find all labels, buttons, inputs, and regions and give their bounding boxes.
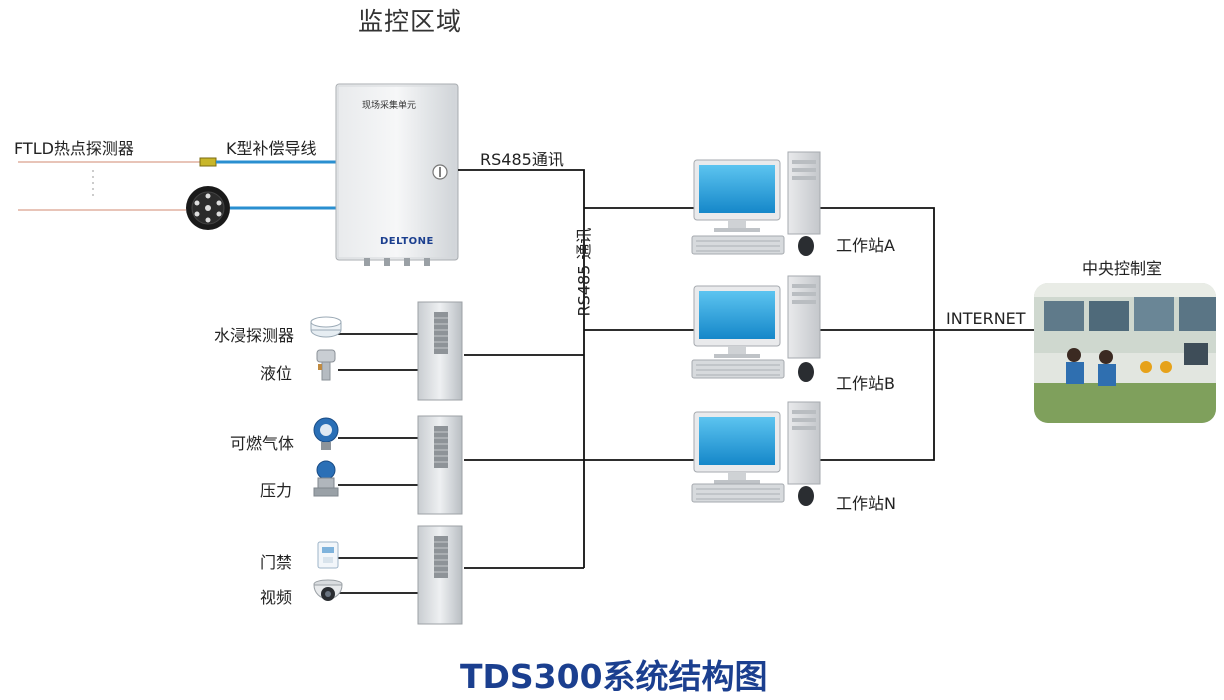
cabinet-3: [417, 525, 463, 625]
workstation-a-label: 工作站A: [836, 236, 895, 255]
gas-detector-icon: [313, 417, 339, 450]
k-cable-label: K型补偿导线: [226, 139, 317, 158]
access-control-icon: [317, 541, 339, 569]
workstation-n-label: 工作站N: [836, 494, 896, 513]
workstation-b-computer-icon: [691, 275, 821, 382]
sensor-label-access: 门禁: [260, 553, 293, 572]
rs485-label: RS485通讯: [480, 150, 564, 169]
multi-connector-icon: [186, 186, 230, 230]
field-collector-unit: [335, 83, 459, 266]
rs485-vertical-label: RS485 通讯: [574, 227, 594, 317]
rs485-bus-line: [458, 169, 585, 568]
diagram-title: TDS300系统结构图: [460, 657, 768, 696]
connector-icon: [199, 157, 217, 167]
ftld-label: FTLD热点探测器: [14, 139, 134, 158]
monitoring-area-title: 监控区域: [358, 7, 463, 36]
internet-label: INTERNET: [946, 309, 1026, 328]
sensor-label-video: 视频: [260, 588, 293, 607]
camera-icon: [313, 579, 343, 601]
workstation-b-label: 工作站B: [836, 374, 895, 393]
control-room-label: 中央控制室: [1082, 259, 1163, 278]
collector-header-label: 现场采集单元: [362, 101, 417, 111]
deltone-logo: DELTONE: [380, 236, 434, 247]
sensor-label-pressure: 压力: [260, 481, 293, 500]
cabinet-2: [417, 415, 463, 515]
sensor-label-gas: 可燃气体: [230, 434, 295, 453]
workstation-a-computer-icon: [691, 151, 821, 256]
sensor-label-water: 水浸探测器: [214, 326, 295, 345]
level-sensor-icon: [316, 349, 336, 381]
cabinet-1: [417, 301, 463, 401]
water-detector-icon: [310, 316, 342, 338]
pressure-transmitter-icon: [313, 460, 339, 497]
internet-bus-line: [820, 207, 935, 461]
control-room-photo: [1034, 283, 1216, 423]
sensor-label-level: 液位: [260, 364, 293, 383]
workstation-n-computer-icon: [691, 401, 821, 506]
